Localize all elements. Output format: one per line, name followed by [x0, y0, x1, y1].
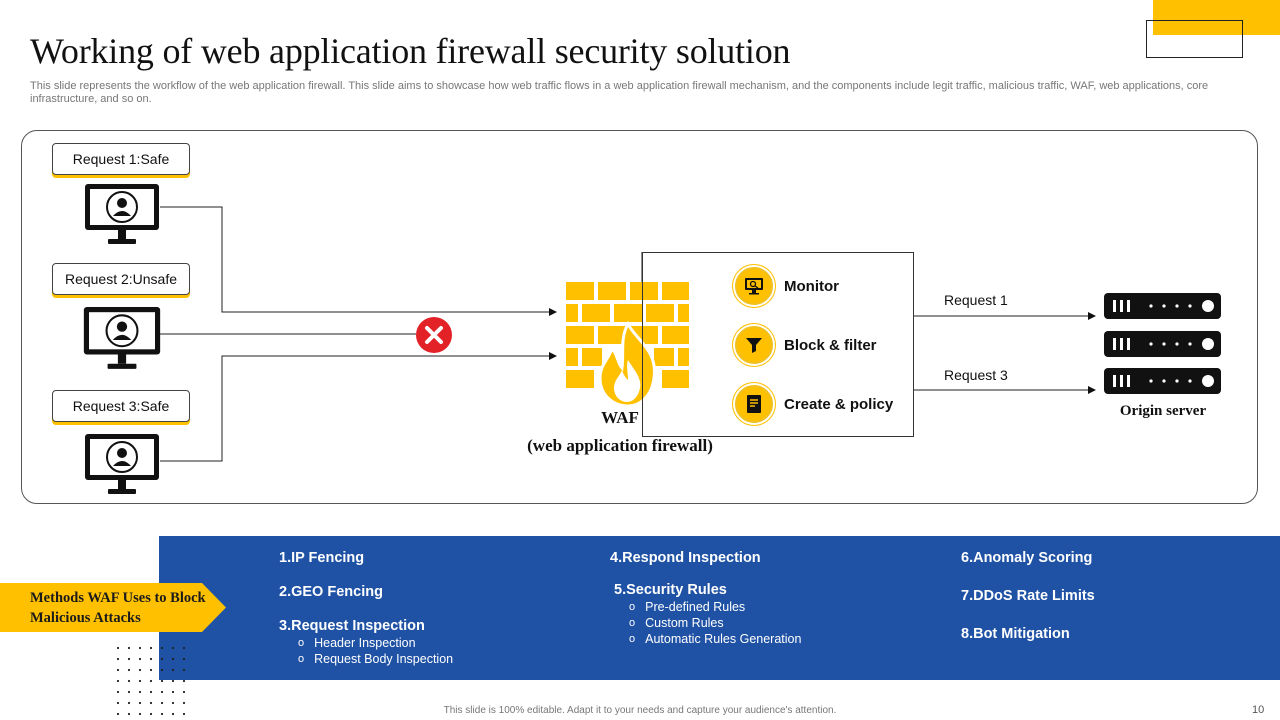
method-ip-fencing: 1.IP Fencing: [279, 550, 365, 566]
server-stack-icon: [1104, 293, 1221, 394]
top-accent-bar: [1153, 0, 1280, 35]
function-block-filter: Block & filter: [735, 326, 877, 364]
function-monitor: Monitor: [735, 267, 839, 305]
top-outline-box: [1146, 20, 1243, 58]
waf-subtitle: (web application firewall): [527, 436, 713, 455]
slide-subtitle: This slide represents the workflow of th…: [30, 80, 1209, 105]
blocked-x-icon: [416, 317, 452, 353]
user-computer-icon: [85, 184, 159, 244]
slide-title: Working of web application firewall secu…: [30, 31, 791, 71]
method-anomaly-scoring: 6.Anomaly Scoring: [961, 550, 1093, 566]
method-ddos-rate-limits: 7.DDoS Rate Limits: [961, 588, 1095, 604]
methods-tag-arrow: [0, 583, 226, 632]
funnel-icon: [735, 326, 773, 364]
origin-server-label: Origin server: [1119, 403, 1207, 419]
connector-request-3: [160, 352, 557, 462]
diagram-frame: [21, 130, 1258, 504]
flow-label-request-3: Request 3: [944, 367, 1008, 383]
method-bot-mitigation: 8.Bot Mitigation: [961, 626, 1070, 642]
firewall-icon: [566, 282, 689, 408]
method-security-rules: 5.Security Rules: [614, 582, 727, 598]
methods-panel: [159, 536, 1280, 680]
flow-label-request-1: Request 1: [944, 292, 1008, 308]
method-respond-inspection: 4.Respond Inspection: [610, 550, 761, 566]
document-icon: [735, 385, 773, 423]
user-computer-icon: [85, 434, 159, 494]
connector-request-1: [160, 206, 557, 316]
waf-title: WAF: [601, 408, 639, 427]
function-label: Create & policy: [784, 395, 894, 413]
monitor-icon: [735, 267, 773, 305]
footer-note: This slide is 100% editable. Adapt it to…: [443, 705, 837, 716]
request-3-label: Request 3:Safe: [52, 390, 190, 422]
function-label: Monitor: [784, 277, 839, 295]
user-computer-icon: [83, 307, 161, 369]
method-geo-fencing: 2.GEO Fencing: [279, 584, 383, 600]
method-request-inspection: 3.Request Inspection: [279, 618, 425, 634]
dot-pattern: [116, 646, 186, 716]
waf-functions-box: [642, 252, 914, 437]
methods-tag-label: Methods WAF Uses to Block Malicious Atta…: [30, 590, 206, 626]
function-label: Block & filter: [784, 336, 877, 354]
page-number: 10: [1252, 704, 1265, 716]
function-create-policy: Create & policy: [735, 385, 893, 423]
request-1-label: Request 1:Safe: [52, 143, 190, 175]
request-2-label: Request 2:Unsafe: [52, 263, 190, 295]
